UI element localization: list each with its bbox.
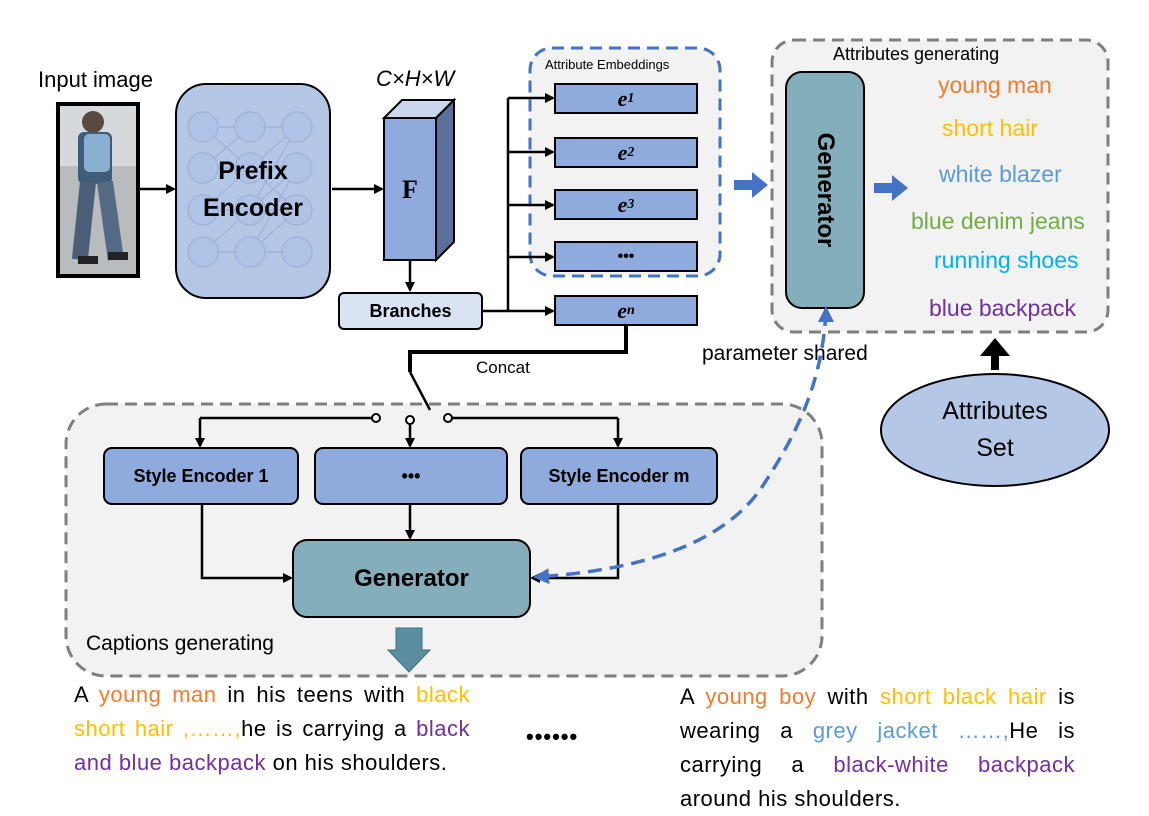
attribute-white-blazer: white blazer (939, 161, 1062, 187)
caption-right-seg: around his shoulders. (680, 786, 901, 811)
attribute-running-shoes: running shoes (934, 247, 1079, 273)
style-encoder-m-label: Style Encoder m (548, 465, 690, 486)
style-encoder-1-label: Style Encoder 1 (133, 465, 269, 486)
embedding-en-symbol: e (617, 297, 627, 323)
embedding-boxes (554, 83, 698, 326)
caption-right-seg: with (816, 684, 881, 709)
connector-arrows (140, 93, 628, 583)
prefix-encoder-line2: Encoder (202, 194, 304, 222)
parameter-shared-arrowhead-top (818, 306, 834, 322)
attribute-generator-label: Generator (812, 132, 839, 248)
caption-right-seg: He is carrying a (680, 718, 1075, 777)
feature-map-cuboid (381, 97, 457, 263)
caption-left-seg: in his teens with (216, 682, 417, 707)
embedding-ellipsis: ••• (617, 247, 635, 265)
parameter-shared-label: parameter shared (702, 342, 868, 365)
caption-right-seg: A (680, 684, 706, 709)
embedding-e1-symbol: e (617, 85, 628, 111)
feature-symbol: F (402, 175, 418, 204)
attributes-set-line2: Set (976, 434, 1014, 462)
embedding-e3-symbol: e (617, 191, 628, 217)
caption-generator-label: Generator (354, 564, 469, 592)
attribute-blue-denim-jeans: blue denim jeans (911, 208, 1085, 234)
caption-left-seg: on his shoulders. (265, 750, 448, 775)
caption-left-seg: black and blue backpack (74, 716, 471, 775)
caption-left-seg: young man (98, 682, 217, 707)
branches-label: Branches (369, 300, 452, 321)
attributes-set-line1: Attributes (942, 397, 1048, 425)
prefix-encoder-line1: Prefix (218, 157, 288, 185)
embedding-e2-subscript: 2 (627, 144, 635, 160)
caption-right: A young boy with short black hair is wea… (680, 680, 1075, 816)
attributes-generating-title: Attributes generating (833, 44, 1000, 64)
caption-right-seg: short black hair (880, 684, 1047, 709)
attribute-young-man: young man (938, 72, 1052, 98)
parameter-shared-arrow (533, 311, 828, 585)
attributes-set-up-arrow (980, 338, 1010, 370)
caption-right-seg: black-white backpack (833, 752, 1075, 777)
switch-contacts (371, 413, 453, 425)
attribute-short-hair: short hair (942, 115, 1038, 141)
style-encoder-mid-label: ••• (401, 465, 421, 486)
attributes-set-label: Attributes Set (881, 391, 1109, 469)
captions-generating-title: Captions generating (86, 632, 274, 655)
input-image-label: Input image (38, 67, 153, 92)
input-image (56, 102, 140, 278)
attribute-blue-backpack: blue backpack (929, 295, 1077, 321)
caption-left: A young man in his teens with black shor… (74, 678, 470, 780)
prefix-encoder (175, 83, 331, 299)
caption-output-arrow (386, 627, 432, 673)
concat-label: Concat (476, 358, 530, 377)
attribute-embeddings-title: Attribute Embeddings (545, 57, 670, 72)
caption-left-seg: he is carrying a (241, 716, 417, 741)
prefix-encoder-label: Prefix Encoder (176, 150, 330, 230)
caption-left-seg: black short hair ,……, (74, 682, 471, 741)
caption-right-seg: young boy (705, 684, 817, 709)
embedding-e1-subscript: 1 (627, 90, 635, 106)
caption-right-seg: is wearing a (680, 684, 1075, 743)
attributes-set-ellipse (880, 373, 1110, 487)
block-arrows (734, 172, 908, 201)
caption-left-seg: A (74, 682, 99, 707)
caption-middle-ellipsis: •••••• (526, 724, 579, 749)
embedding-en-subscript: n (626, 302, 635, 318)
embedding-e3-subscript: 3 (627, 196, 635, 212)
embedding-e2-symbol: e (617, 139, 628, 165)
caption-right-seg: grey jacket ……, (812, 718, 1010, 743)
feature-dims-label: C×H×W (376, 66, 455, 91)
